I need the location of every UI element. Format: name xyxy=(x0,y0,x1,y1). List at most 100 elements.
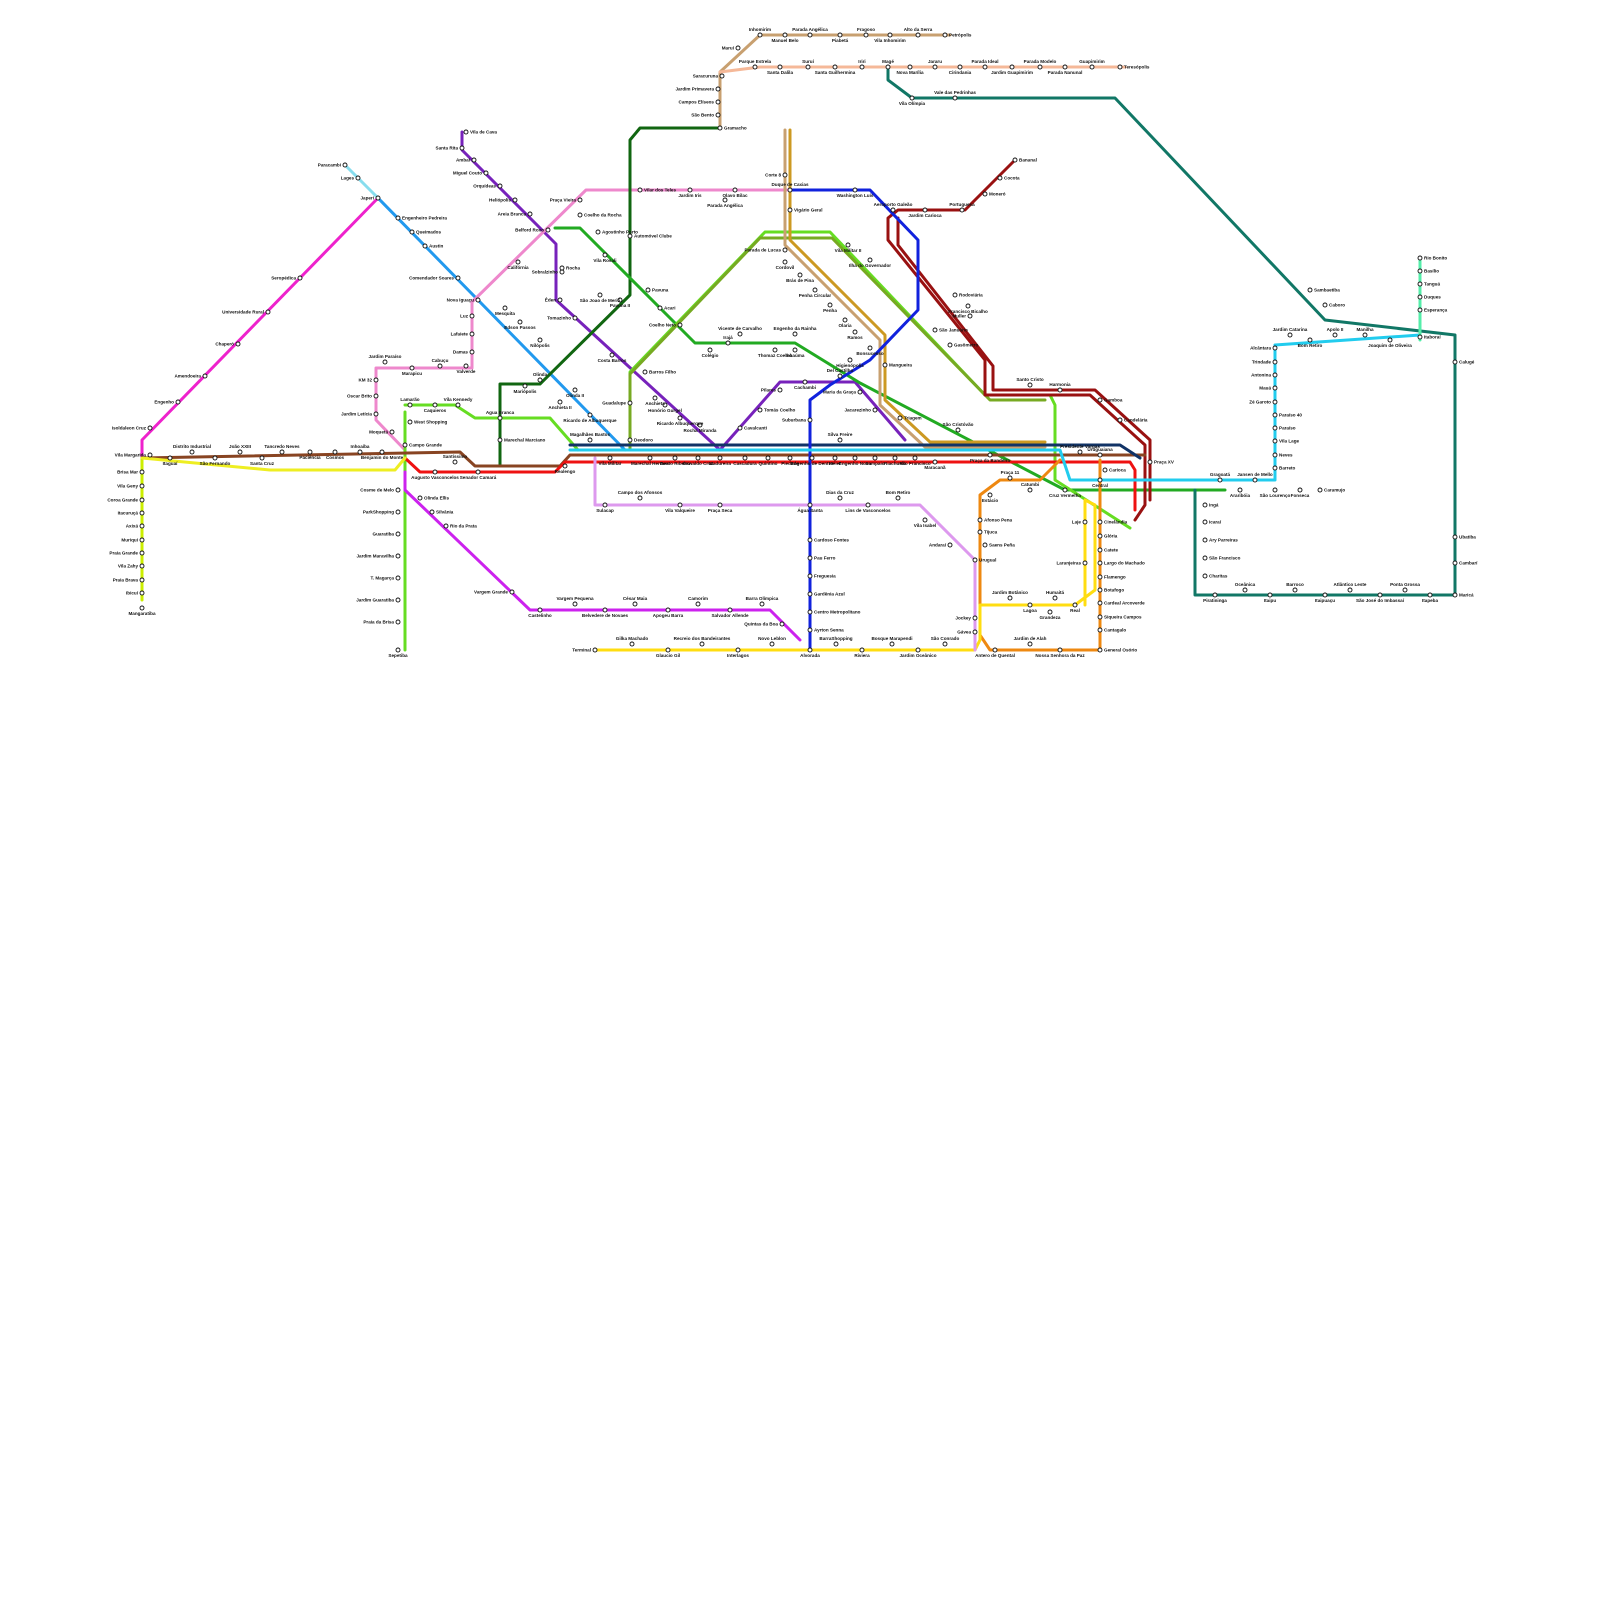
station-marker xyxy=(395,531,401,537)
station-label: Ricardo Albuquerque xyxy=(657,421,704,426)
station-label: Jararu xyxy=(928,59,942,64)
station-label: Damas xyxy=(453,350,469,355)
station-label: Coroa Grande xyxy=(107,498,138,503)
station-label: Caboro xyxy=(1329,303,1345,308)
station-marker xyxy=(637,495,643,501)
station-marker xyxy=(1417,334,1423,340)
station-label: São Cristóvão xyxy=(943,422,974,427)
station-marker xyxy=(915,647,921,653)
station-marker xyxy=(865,502,871,508)
station-label: Atlântico Leste xyxy=(1334,582,1367,587)
station-marker xyxy=(715,86,721,92)
station-label: Irajá xyxy=(723,335,733,340)
station-marker xyxy=(677,322,683,328)
station-label: Barroco xyxy=(1286,582,1304,587)
station-label: Jardim Carioca xyxy=(908,213,942,218)
station-label: Marechal Marciano xyxy=(504,438,546,443)
station-marker xyxy=(1317,487,1323,493)
station-label: Portuguesa xyxy=(949,202,975,207)
station-label: Maruí xyxy=(722,46,735,51)
station-label: Zé Garoto xyxy=(1249,400,1271,405)
station-label: Oceânica xyxy=(1235,582,1256,587)
station-marker xyxy=(959,207,965,213)
station-marker xyxy=(915,32,921,38)
station-marker xyxy=(1097,519,1103,525)
station-label: Jardim Oceânico xyxy=(899,653,936,658)
station-label: Sobralzinho xyxy=(532,270,558,275)
station-marker xyxy=(725,340,731,346)
station-label: Vargem Grande xyxy=(474,590,508,595)
station-marker xyxy=(632,601,638,607)
station-marker xyxy=(787,187,793,193)
station-label: São Francisco xyxy=(899,461,931,466)
station-marker xyxy=(1117,64,1123,70)
station-label: Riviera xyxy=(854,653,870,658)
line-cyan xyxy=(568,333,1422,482)
station-label: São Bento xyxy=(691,113,714,118)
station-marker xyxy=(890,207,896,213)
station-label: T. Magarça xyxy=(371,576,395,581)
station-marker xyxy=(417,495,423,501)
station-marker xyxy=(695,601,701,607)
station-marker xyxy=(1027,602,1033,608)
station-label: Riachuelo xyxy=(884,461,906,466)
station-label: Central xyxy=(1092,483,1108,488)
station-marker xyxy=(977,529,983,535)
station-marker xyxy=(1097,547,1103,553)
station-marker xyxy=(1272,425,1278,431)
station-label: Praia Brava xyxy=(113,578,139,583)
station-label: Tomás Coelho xyxy=(764,408,796,413)
station-label: Costa Barros xyxy=(598,358,627,363)
station-label: Oscar Brito xyxy=(347,394,372,399)
line-orange xyxy=(978,458,1102,652)
station-label: Parque Estrela xyxy=(739,59,772,64)
station-label: Tomazinho xyxy=(547,316,571,321)
station-label: Triagem xyxy=(904,416,922,421)
station-marker xyxy=(932,327,938,333)
station-label: Nova Iguaçu xyxy=(447,298,475,303)
station-label: Gardênia Azul xyxy=(814,592,845,597)
station-label: Ary Parreiras xyxy=(1209,538,1238,543)
station-label: Itapeba xyxy=(1422,598,1439,603)
station-marker xyxy=(997,175,1003,181)
station-label: Santo Cristo xyxy=(1016,377,1044,382)
station-label: Barreto xyxy=(1279,466,1296,471)
station-marker xyxy=(1077,449,1083,455)
station-label: Piabetá xyxy=(832,38,849,43)
station-label: Marechal Hermes xyxy=(631,461,669,466)
station-marker xyxy=(1097,397,1103,403)
station-marker xyxy=(307,449,313,455)
station-label: Catumbi xyxy=(1021,482,1039,487)
station-label: Santa Guilhermina xyxy=(815,70,856,75)
station-marker xyxy=(737,331,743,337)
station-marker xyxy=(735,45,741,51)
station-label: Vila Zahy xyxy=(118,564,139,569)
station-label: Ilha do Governador xyxy=(849,263,891,268)
station-label: Seropédica xyxy=(271,276,296,281)
station-label: Muriqui xyxy=(121,538,138,543)
station-marker xyxy=(759,601,765,607)
station-marker xyxy=(1037,64,1043,70)
station-marker xyxy=(587,412,593,418)
station-label: Pavuna xyxy=(652,288,669,293)
station-marker xyxy=(1217,477,1223,483)
station-label: Bosque Marapendi xyxy=(871,636,912,641)
station-label: Moquetá xyxy=(369,430,388,435)
station-label: Vicente de Carvalho xyxy=(718,326,762,331)
station-marker xyxy=(459,145,465,151)
station-marker xyxy=(837,32,843,38)
station-label: Jansen de Mello xyxy=(1237,472,1273,477)
station-label: Harmonia xyxy=(1049,382,1071,387)
station-marker xyxy=(509,589,515,595)
station-label: Flamengo xyxy=(1104,575,1126,580)
station-label: Silva Freire xyxy=(828,432,853,437)
station-label: Coelho da Rocha xyxy=(584,213,622,218)
station-marker xyxy=(895,495,901,501)
station-label: Cavalcanti xyxy=(744,426,767,431)
station-marker xyxy=(1332,332,1338,338)
station-label: Lafaiete xyxy=(451,332,469,337)
station-marker xyxy=(597,292,603,298)
line-tan-2 xyxy=(783,128,1047,449)
station-marker xyxy=(955,427,961,433)
station-marker xyxy=(665,607,671,613)
